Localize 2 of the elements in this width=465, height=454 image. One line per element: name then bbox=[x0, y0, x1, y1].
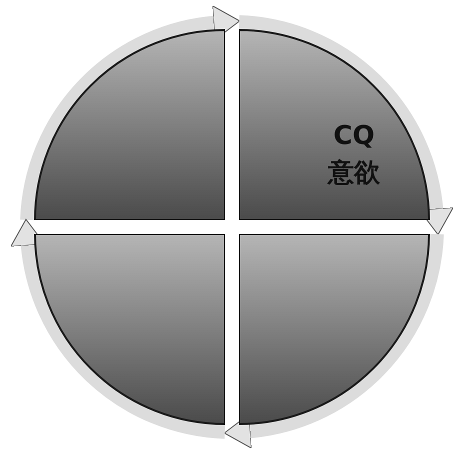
quadrant-label: 意欲 bbox=[328, 156, 380, 189]
quadrant-label: CQ bbox=[333, 120, 375, 152]
